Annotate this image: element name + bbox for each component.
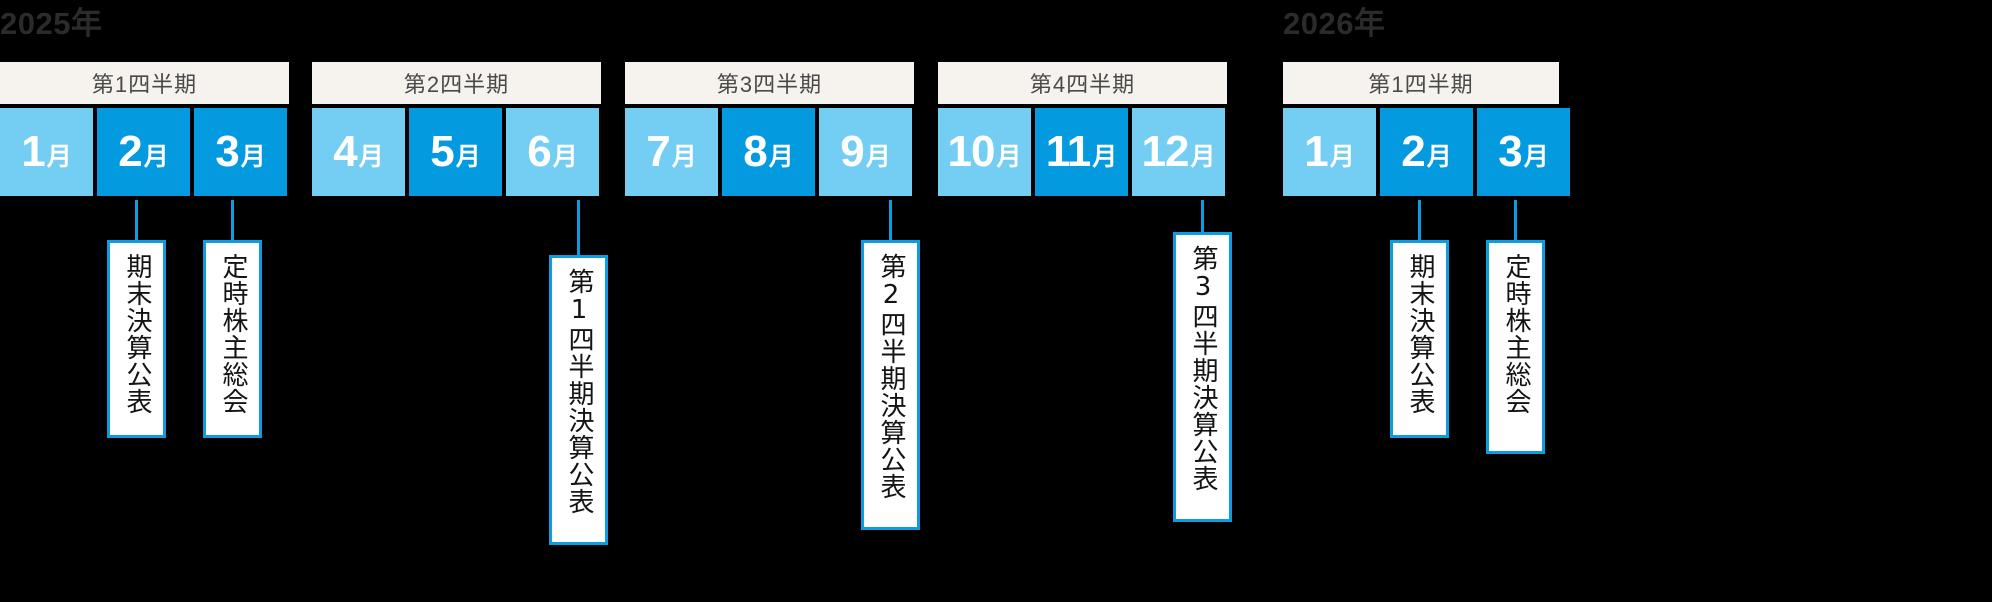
year-label: 2025年 (0, 6, 103, 41)
quarter-header-label: 第1四半期 (1368, 72, 1474, 97)
month-number: 2 (1401, 127, 1426, 176)
callout-box[interactable]: 第1四半期決算公表 (549, 255, 608, 545)
month-unit-label: 月 (1190, 142, 1216, 171)
month-number: 9 (840, 127, 865, 176)
month-unit-label: 月 (865, 142, 891, 171)
quarter-header: 第4四半期 (938, 62, 1227, 104)
month-number: 10 (947, 127, 996, 176)
quarter-header-label: 第1四半期 (91, 72, 198, 97)
callout-text: 定時株主総会 (1501, 253, 1532, 415)
callout-connector-line (231, 200, 234, 242)
callout-text: 定時株主総会 (218, 253, 249, 415)
month-number: 2 (118, 127, 143, 176)
callout-connector-line (1418, 200, 1421, 242)
month-number: 5 (430, 127, 455, 176)
quarter-header: 第2四半期 (312, 62, 601, 104)
callout-connector-line (889, 200, 892, 242)
month-unit-label: 月 (46, 142, 72, 171)
callout-connector-line (1514, 200, 1517, 242)
quarter-header-label: 第4四半期 (1029, 72, 1136, 97)
month-unit-label: 月 (455, 142, 481, 171)
month-unit-label: 月 (143, 142, 169, 171)
month-unit-label: 月 (1092, 142, 1118, 171)
callout-text: 期末決算公表 (1405, 253, 1436, 415)
month-number: 8 (743, 127, 768, 176)
callout-box[interactable]: 期末決算公表 (107, 240, 166, 438)
quarter-header-label: 第2四半期 (403, 72, 510, 97)
quarter-header: 第3四半期 (625, 62, 914, 104)
month-number: 11 (1045, 127, 1092, 176)
callout-text: 期末決算公表 (122, 253, 153, 415)
month-unit-label: 月 (358, 142, 384, 171)
callout-box[interactable]: 定時株主総会 (1486, 240, 1545, 454)
callout-text: 第3四半期決算公表 (1188, 245, 1219, 492)
month-unit-label: 月 (1329, 142, 1355, 171)
month-unit-label: 月 (552, 142, 578, 171)
month-unit-label: 月 (1523, 142, 1549, 171)
month-number: 1 (21, 127, 46, 176)
callout-text: 第1四半期決算公表 (564, 268, 595, 515)
callout-box[interactable]: 第2四半期決算公表 (861, 240, 920, 530)
quarter-header: 第1四半期 (1283, 62, 1559, 104)
month-unit-label: 月 (768, 142, 794, 171)
month-number: 3 (215, 127, 240, 176)
callout-box[interactable]: 第3四半期決算公表 (1173, 232, 1232, 522)
quarter-header: 第1四半期 (0, 62, 289, 104)
month-number: 7 (646, 127, 671, 176)
callout-box[interactable]: 定時株主総会 (203, 240, 262, 438)
callout-box[interactable]: 期末決算公表 (1390, 240, 1449, 438)
callout-text: 第2四半期決算公表 (876, 253, 907, 500)
month-unit-label: 月 (996, 142, 1022, 171)
month-number: 6 (527, 127, 552, 176)
month-number: 12 (1141, 127, 1190, 176)
quarter-header-label: 第3四半期 (716, 72, 823, 97)
callout-connector-line (135, 200, 138, 242)
month-unit-label: 月 (671, 142, 697, 171)
callout-connector-line (1201, 200, 1204, 234)
month-number: 1 (1304, 127, 1329, 176)
month-unit-label: 月 (1426, 142, 1452, 171)
month-number: 3 (1498, 127, 1523, 176)
month-number: 4 (333, 127, 358, 176)
year-label: 2026年 (1283, 6, 1386, 41)
month-unit-label: 月 (240, 142, 266, 171)
callout-connector-line (577, 200, 580, 257)
